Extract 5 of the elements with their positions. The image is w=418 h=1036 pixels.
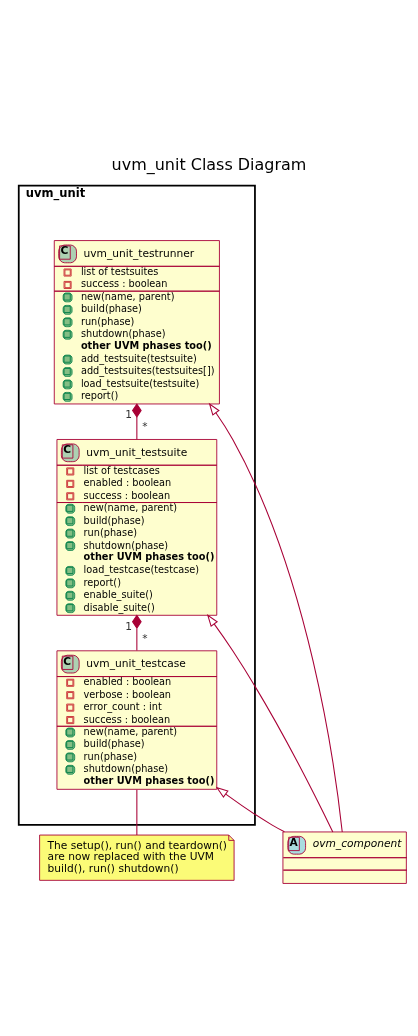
diagram-title: uvm_unit Class Diagram — [111, 154, 307, 174]
label: 1 — [125, 619, 133, 633]
label: 1 — [125, 407, 133, 421]
label: * — [142, 419, 148, 433]
label: * — [142, 631, 148, 645]
